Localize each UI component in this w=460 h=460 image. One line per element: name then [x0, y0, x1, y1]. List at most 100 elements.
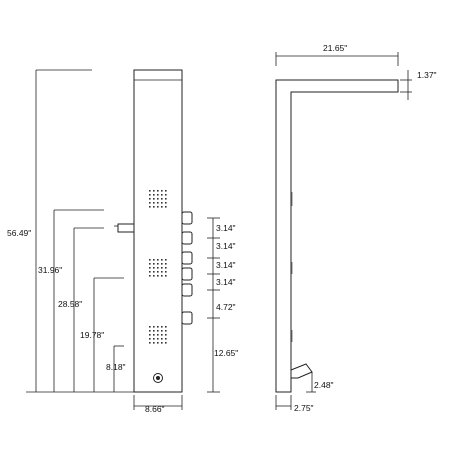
jet-nozzle: [165, 338, 167, 340]
jet-nozzle: [157, 194, 159, 196]
jet-nozzle: [149, 271, 151, 273]
dim-spout-height: 31.96": [38, 265, 62, 275]
jet-nozzle: [149, 194, 151, 196]
jet-nozzle: [161, 330, 163, 332]
jet-nozzle: [161, 259, 163, 261]
jet-nozzle: [149, 263, 151, 265]
jet-nozzle: [153, 194, 155, 196]
jet-nozzle: [161, 271, 163, 273]
jet-nozzle: [149, 202, 151, 204]
jet-nozzle: [165, 198, 167, 200]
jet-nozzle: [153, 271, 155, 273]
dim-spout-projection: 2.48": [314, 380, 334, 390]
jet-nozzle: [165, 263, 167, 265]
jet-nozzle: [149, 190, 151, 192]
jet-nozzle: [161, 326, 163, 328]
jet-grid-upper: [149, 190, 167, 208]
jet-nozzle: [157, 267, 159, 269]
dim-overall-height: 56.49": [7, 228, 31, 238]
jet-nozzle: [153, 326, 155, 328]
jet-nozzle: [153, 202, 155, 204]
knob-4: [181, 267, 193, 281]
jet-nozzle: [157, 198, 159, 200]
jet-nozzle: [149, 259, 151, 261]
jet-nozzle: [149, 275, 151, 277]
jet-nozzle: [153, 334, 155, 336]
jet-nozzle: [157, 190, 159, 192]
jet-nozzle: [161, 275, 163, 277]
jet-nozzle: [153, 206, 155, 208]
jet-nozzle: [161, 338, 163, 340]
jet-nozzle: [165, 259, 167, 261]
dim-spacing-5: 4.72": [216, 302, 236, 312]
jet-nozzle: [149, 338, 151, 340]
knob-2: [181, 231, 193, 245]
jet-nozzle: [165, 194, 167, 196]
jet-nozzle: [153, 190, 155, 192]
jet-nozzle: [161, 342, 163, 344]
panel-body: [133, 69, 183, 393]
dim-spacing-4: 3.14": [216, 277, 236, 287]
jet-nozzle: [149, 206, 151, 208]
jet-nozzle: [161, 263, 163, 265]
jet-nozzle: [165, 342, 167, 344]
dim-spacing-3: 3.14": [216, 260, 236, 270]
jet-nozzle: [153, 338, 155, 340]
side-view: 21.65" 1.37" 2.75" 2.48": [275, 43, 437, 413]
jet-nozzle: [165, 206, 167, 208]
front-view: 56.49" 31.96" 28.58" 19.78" 8.18" 8.66": [7, 69, 238, 414]
handshower-holder-inner: [156, 376, 160, 380]
dim-spacing-1: 3.14": [216, 223, 236, 233]
jet-nozzle: [157, 259, 159, 261]
jet-nozzle: [153, 342, 155, 344]
jet-nozzle: [157, 326, 159, 328]
control-knobs: [181, 211, 193, 325]
jet-nozzle: [149, 330, 151, 332]
jet-nozzle: [161, 206, 163, 208]
dim-depth: 2.75": [294, 403, 314, 413]
jet-nozzle: [165, 190, 167, 192]
jet-nozzle: [153, 198, 155, 200]
jet-nozzle: [149, 198, 151, 200]
side-tub-spout: [290, 363, 313, 379]
knob-1: [181, 211, 193, 225]
jet-nozzle: [149, 326, 151, 328]
jet-nozzle: [149, 267, 151, 269]
jet-nozzle: [149, 342, 151, 344]
dim-spacing-2: 3.14": [216, 241, 236, 251]
jet-nozzle: [157, 202, 159, 204]
jet-grid-middle: [149, 259, 167, 277]
jet-nozzle: [161, 194, 163, 196]
tub-spout: [117, 223, 135, 233]
dim-lower-jet-height: 8.18": [106, 362, 126, 372]
jet-nozzle: [161, 190, 163, 192]
jet-nozzle: [157, 342, 159, 344]
jet-nozzle: [153, 263, 155, 265]
jet-nozzle: [161, 202, 163, 204]
jet-nozzle: [153, 259, 155, 261]
jet-nozzle: [165, 326, 167, 328]
dim-panel-width: 8.66": [145, 404, 165, 414]
jet-nozzle: [161, 334, 163, 336]
dim-top-arm-thickness: 1.37": [417, 70, 437, 80]
jet-nozzle: [153, 330, 155, 332]
dim-top-arm-length: 21.65": [323, 43, 347, 53]
jet-nozzle: [165, 202, 167, 204]
dim-middle-jet-height: 19.78": [80, 330, 104, 340]
jet-nozzle: [157, 263, 159, 265]
dim-spacing-6: 12.65": [214, 348, 238, 358]
jet-nozzle: [157, 338, 159, 340]
knob-3: [181, 251, 193, 265]
jet-nozzle: [161, 267, 163, 269]
jet-nozzle: [157, 334, 159, 336]
jet-nozzle: [165, 267, 167, 269]
jet-nozzle: [157, 275, 159, 277]
jet-nozzle: [149, 334, 151, 336]
jet-nozzle: [157, 206, 159, 208]
knob-spacing-dims: [207, 217, 220, 393]
jet-nozzle: [165, 334, 167, 336]
jet-nozzle: [165, 271, 167, 273]
jet-nozzle: [157, 330, 159, 332]
dim-upper-jet-height: 28.58": [58, 299, 82, 309]
